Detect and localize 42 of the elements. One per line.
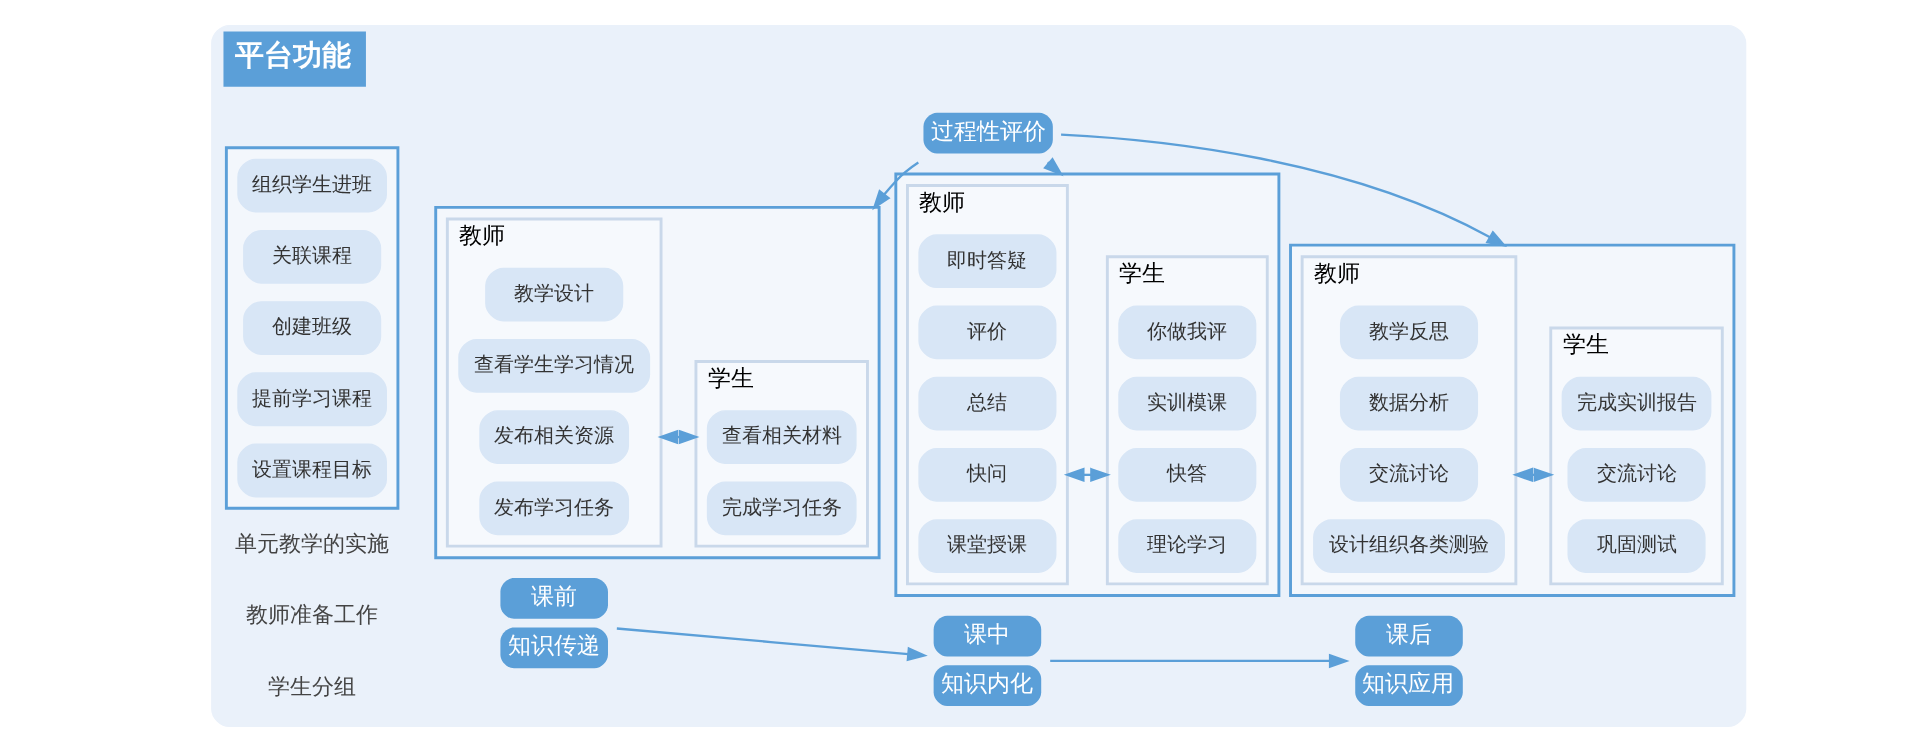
- label: 学生分组: [268, 673, 357, 699]
- node-box: 设置课程目标: [237, 443, 387, 498]
- node-box: 教学设计: [485, 267, 624, 322]
- arrow: [872, 161, 919, 211]
- node-box: 教学反思: [1339, 305, 1479, 360]
- label: 单元教学的实施: [235, 531, 390, 557]
- node-box: 课堂授课: [918, 519, 1057, 573]
- node-box: 关联课程: [243, 229, 382, 284]
- cluster: [224, 146, 400, 510]
- cluster: [434, 205, 881, 560]
- node-box: 组织学生进班: [237, 158, 387, 213]
- node-box: 提前学习课程: [237, 372, 387, 427]
- arrow: [1063, 467, 1111, 483]
- node-box: 巩固测试: [1567, 519, 1706, 573]
- node-box: 交流讨论: [1339, 447, 1479, 502]
- node-box: 完成实训报告: [1561, 376, 1712, 431]
- node-box: 实训模课: [1118, 376, 1257, 431]
- label: 教师准备工作: [246, 602, 379, 628]
- node-box: 设计组织各类测验: [1313, 519, 1505, 573]
- node-box: 发布相关资源: [479, 410, 630, 464]
- arrow: [616, 627, 928, 662]
- arrow: [657, 429, 700, 445]
- node-box: 总结: [918, 376, 1057, 431]
- node-box: 数据分析: [1339, 376, 1479, 431]
- node-box: 快问: [918, 447, 1057, 502]
- node-box: 交流讨论: [1567, 447, 1706, 502]
- node-box: 快答: [1118, 447, 1257, 502]
- node-box: 创建班级: [243, 301, 382, 355]
- node-box: 查看相关材料: [706, 410, 857, 464]
- node-box: 评价: [918, 305, 1057, 360]
- node-box: 即时答疑: [918, 234, 1057, 289]
- node-box: 过程性评价: [923, 112, 1053, 154]
- arrow: [1061, 133, 1508, 247]
- node-box: 查看学生学习情况: [458, 338, 651, 393]
- arrow: [1512, 467, 1555, 483]
- node-box: 你做我评: [1118, 305, 1257, 360]
- node-box: 完成学习任务: [706, 481, 857, 536]
- cluster: [894, 172, 1281, 597]
- cluster: [1289, 243, 1736, 597]
- arrow: [1050, 653, 1350, 669]
- node-box: 理论学习: [1118, 519, 1257, 573]
- node-box: 发布学习任务: [479, 481, 630, 536]
